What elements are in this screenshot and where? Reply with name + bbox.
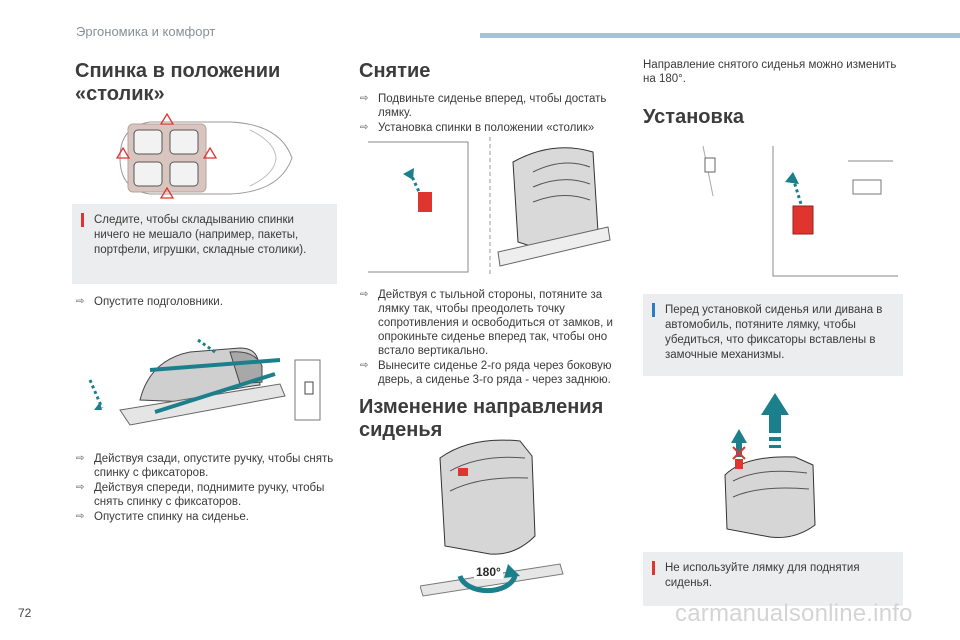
title-line-1: Спинка в положении	[75, 60, 281, 82]
header-accent-bar	[480, 33, 960, 38]
seat-rotation-illustration	[420, 436, 570, 606]
info-mark-icon	[652, 303, 655, 317]
seat-lift-warning-illustration	[715, 385, 835, 545]
arrow-bullet-icon: ⇨	[76, 511, 85, 522]
warning-mark-icon	[652, 561, 655, 575]
arrow-bullet-icon: ⇨	[76, 453, 85, 464]
list-item: ⇨Действуя сзади, опустите ручку, чтобы с…	[76, 453, 334, 479]
warning-note-strap-lifting: Не используйте лямку для поднятия сидень…	[643, 552, 903, 606]
section-title-removal: Снятие	[359, 60, 431, 82]
warning-note-obstruction: Следите, чтобы складыванию спинки ничего…	[72, 204, 337, 284]
arrow-bullet-icon: ⇨	[360, 360, 369, 371]
step-list-headrests: ⇨Опустите подголовники.	[76, 295, 334, 310]
intro-text: Направление снятого сиденья можно измени…	[643, 59, 897, 85]
step-list-removal-backrest: ⇨Действуя сзади, опустите ручку, чтобы с…	[76, 452, 338, 525]
list-item: ⇨Вынесите сиденье 2-го ряда через бокову…	[360, 360, 612, 386]
car-top-view-illustration	[110, 112, 300, 204]
section-title-installation: Установка	[643, 106, 744, 128]
step-list-removal-end: ⇨Действуя с тыльной стороны, потяните за…	[360, 288, 622, 388]
seat-backrest-fold-illustration	[80, 330, 330, 442]
warning-mark-icon	[81, 213, 84, 227]
arrow-bullet-icon: ⇨	[76, 296, 85, 307]
info-note-latches: Перед установкой сиденья или дивана в ав…	[643, 294, 903, 376]
arrow-bullet-icon: ⇨	[360, 289, 369, 300]
title-line-1: Изменение направления	[359, 396, 604, 418]
list-item: ⇨Опустите спинку на сиденье.	[76, 511, 249, 523]
step-list-removal-start: ⇨Подвиньте сиденье вперед, чтобы достать…	[360, 92, 622, 136]
info-note-text: Перед установкой сиденья или дивана в ав…	[665, 304, 883, 361]
list-item: ⇨Действуя с тыльной стороны, потяните за…	[360, 289, 613, 357]
warning-note-text: Не используйте лямку для поднятия сидень…	[665, 562, 860, 589]
section-title-folding: Спинка в положении «столик»	[75, 60, 280, 106]
section-title-orientation: Изменение направления сиденья	[359, 396, 603, 442]
watermark: carmanualsonline.info	[675, 600, 913, 627]
warning-note-text: Следите, чтобы складыванию спинки ничего…	[94, 214, 307, 256]
arrow-bullet-icon: ⇨	[360, 122, 369, 133]
list-item: ⇨Установка спинки в положении «столик»	[360, 122, 595, 134]
list-item: ⇨Действуя спереди, поднимите ручку, чтоб…	[76, 482, 325, 508]
list-item: ⇨Опустите подголовники.	[76, 296, 223, 308]
title-line-2: сиденья	[359, 419, 443, 441]
warning-triangle-icon	[115, 112, 218, 199]
list-item: ⇨Подвиньте сиденье вперед, чтобы достать…	[360, 93, 607, 119]
title-line-2: «столик»	[75, 83, 165, 105]
rotation-degree-label: 180°	[474, 565, 503, 579]
section-header-title: Эргономика и комфорт	[76, 24, 216, 39]
page-number: 72	[18, 606, 32, 620]
arrow-bullet-icon: ⇨	[76, 482, 85, 493]
seat-strap-release-illustration	[358, 132, 623, 282]
seat-installation-check-illustration	[643, 136, 903, 286]
arrow-bullet-icon: ⇨	[360, 93, 369, 104]
